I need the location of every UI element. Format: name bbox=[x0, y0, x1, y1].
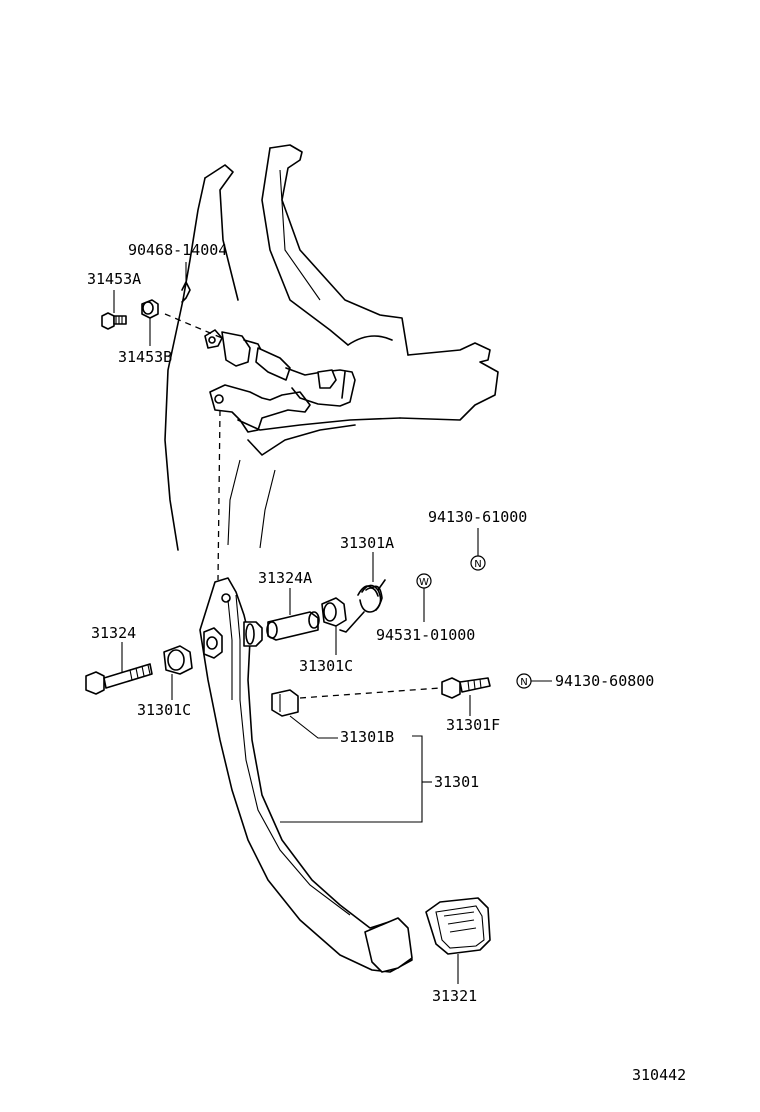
label-31301a: 31301A bbox=[340, 534, 394, 552]
bushing-31301c-lower-icon bbox=[163, 645, 193, 700]
stopper-alignment-line bbox=[299, 687, 441, 699]
label-94130-61000: 94130-61000 bbox=[428, 508, 527, 526]
stopper-31301b-icon bbox=[271, 689, 338, 739]
label-31301b: 31301B bbox=[340, 728, 394, 746]
clutch-pedal-arm bbox=[199, 577, 413, 973]
spring-31301a-icon bbox=[339, 552, 386, 633]
label-94531-01000: 94531-01000 bbox=[376, 626, 475, 644]
clutch-switch-assembly bbox=[204, 329, 356, 407]
label-31301: 31301 bbox=[434, 773, 479, 791]
part-labels: 90468-14004 31453A 31453B 94130-61000 31… bbox=[87, 241, 686, 1084]
label-31324: 31324 bbox=[91, 624, 136, 642]
bolt-31324-icon bbox=[85, 642, 153, 695]
assembly-31301-bracket bbox=[280, 735, 432, 823]
w-mark-icon: W bbox=[416, 573, 432, 622]
label-31324a: 31324A bbox=[258, 569, 312, 587]
pedal-pad-31321-icon bbox=[425, 897, 491, 984]
cushion-alignment-line bbox=[164, 313, 223, 339]
label-31301f: 31301F bbox=[446, 716, 500, 734]
pedal-alignment-line bbox=[217, 409, 221, 581]
n-mark-icon-upper: N bbox=[470, 528, 486, 571]
label-31321: 31321 bbox=[432, 987, 477, 1005]
label-31453b: 31453B bbox=[118, 348, 172, 366]
svg-text:N: N bbox=[520, 677, 527, 688]
svg-text:W: W bbox=[419, 577, 429, 588]
bolt-31453a-icon bbox=[101, 290, 127, 330]
bolt-31301f-icon bbox=[441, 677, 491, 716]
clip-90468-14004-icon bbox=[181, 262, 191, 303]
label-31453a: 31453A bbox=[87, 270, 141, 288]
label-31301c-lower: 31301C bbox=[137, 701, 191, 719]
svg-text:N: N bbox=[474, 559, 481, 570]
label-31301c-upper: 31301C bbox=[299, 657, 353, 675]
bushing-31301c-upper-icon bbox=[321, 597, 347, 655]
diagram-id: 310442 bbox=[632, 1066, 686, 1084]
cushion-31453b-icon bbox=[141, 299, 159, 346]
pedal-support-bracket bbox=[164, 144, 499, 551]
label-94130-60800: 94130-60800 bbox=[555, 672, 654, 690]
n-mark-icon-lower: N bbox=[516, 673, 552, 689]
label-90468-14004: 90468-14004 bbox=[128, 241, 227, 259]
collar-31324a-icon bbox=[266, 588, 320, 641]
